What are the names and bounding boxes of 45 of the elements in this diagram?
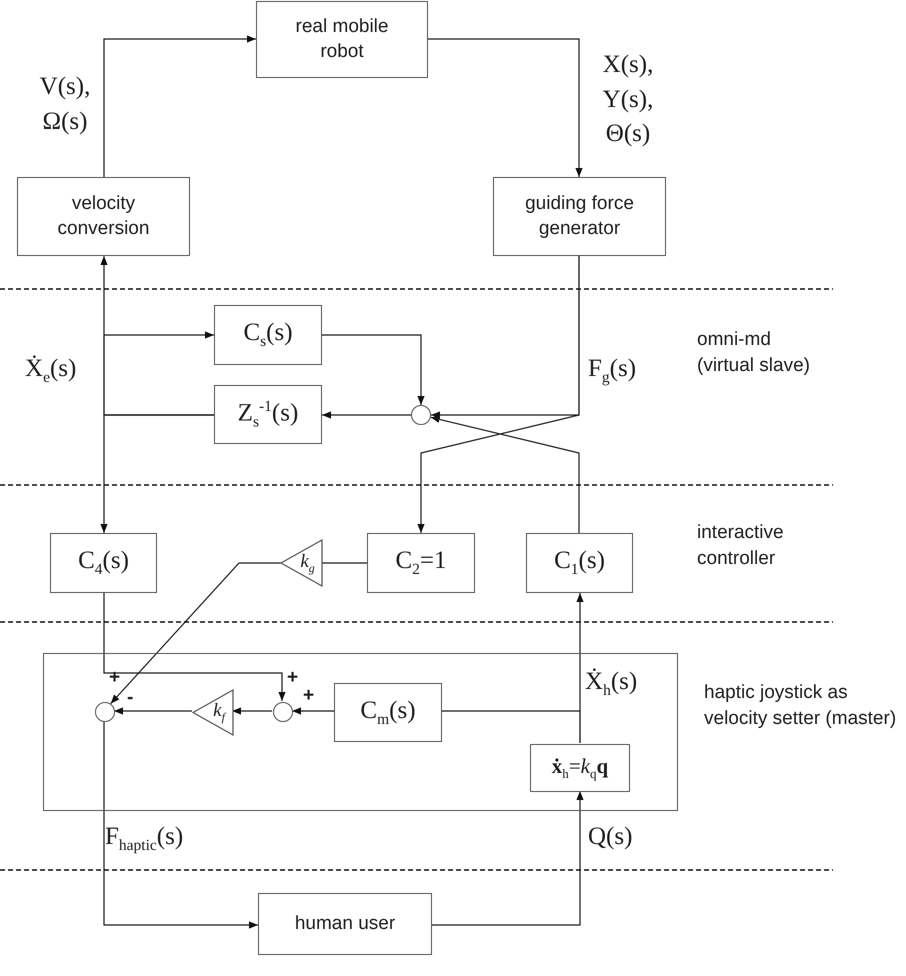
signal-label: F$_{haptic}$(s)	[105, 822, 184, 856]
transfer-function-block: C$_{s}$(s)	[214, 305, 322, 365]
process-box: guiding force generator	[493, 177, 666, 256]
arrow	[114, 707, 192, 715]
summing-junction	[95, 702, 115, 722]
arrow	[432, 791, 584, 926]
sign-label: +	[287, 668, 298, 687]
arrow	[232, 707, 272, 715]
transfer-function-block: C$_{m}$(s)	[334, 683, 442, 742]
layer-label: omni-md (virtual slave)	[697, 328, 811, 378]
arrow	[292, 707, 333, 715]
gain-symbol: k$_{f}$	[213, 700, 225, 725]
arrow	[103, 593, 286, 701]
summing-junction	[273, 702, 293, 722]
arrow	[322, 334, 425, 405]
process-box: velocity conversion	[17, 177, 190, 256]
sign-label: -	[127, 688, 134, 707]
arrow	[103, 721, 258, 929]
process-box: human user	[258, 893, 432, 955]
transfer-function-block: C$_{4}$(s)	[50, 533, 157, 593]
gain-triangle	[281, 540, 322, 586]
transfer-function-block: C$_{2}$=1	[367, 533, 475, 593]
group-heading: haptic joystick as velocity setter (master)	[704, 681, 898, 731]
signal-label: X(s), Y(s), Θ(s)	[602, 50, 654, 149]
arrow	[430, 416, 580, 533]
summing-junction	[411, 405, 431, 425]
signal-label: Ẋ$_{e}$(s)	[25, 354, 76, 388]
layer-label: interactive controller	[697, 521, 785, 571]
transfer-function-block: ẋ$_{h}$=k$_{q}$q	[530, 744, 630, 792]
arrow	[103, 331, 214, 416]
transfer-function-block: C$_{1}$(s)	[526, 533, 633, 593]
signal-label: Ẋ$_{h}$(s)	[585, 667, 638, 701]
sign-label: +	[303, 686, 314, 705]
arrow	[103, 35, 256, 177]
arrow	[110, 562, 281, 704]
arrow	[428, 38, 583, 177]
arrow	[417, 256, 580, 533]
signal-label: Q(s)	[588, 822, 632, 852]
gain-symbol: k$_{g}$	[300, 550, 315, 576]
process-box: real mobile robot	[256, 1, 428, 78]
arrow	[322, 411, 411, 419]
transfer-function-block: Z$_{s}$$^{-1}$(s)	[214, 385, 322, 444]
signal-label: V(s), Ω(s)	[38, 72, 92, 136]
signal-label: F$_{g}$(s)	[588, 354, 636, 388]
gain-triangle	[193, 690, 233, 735]
